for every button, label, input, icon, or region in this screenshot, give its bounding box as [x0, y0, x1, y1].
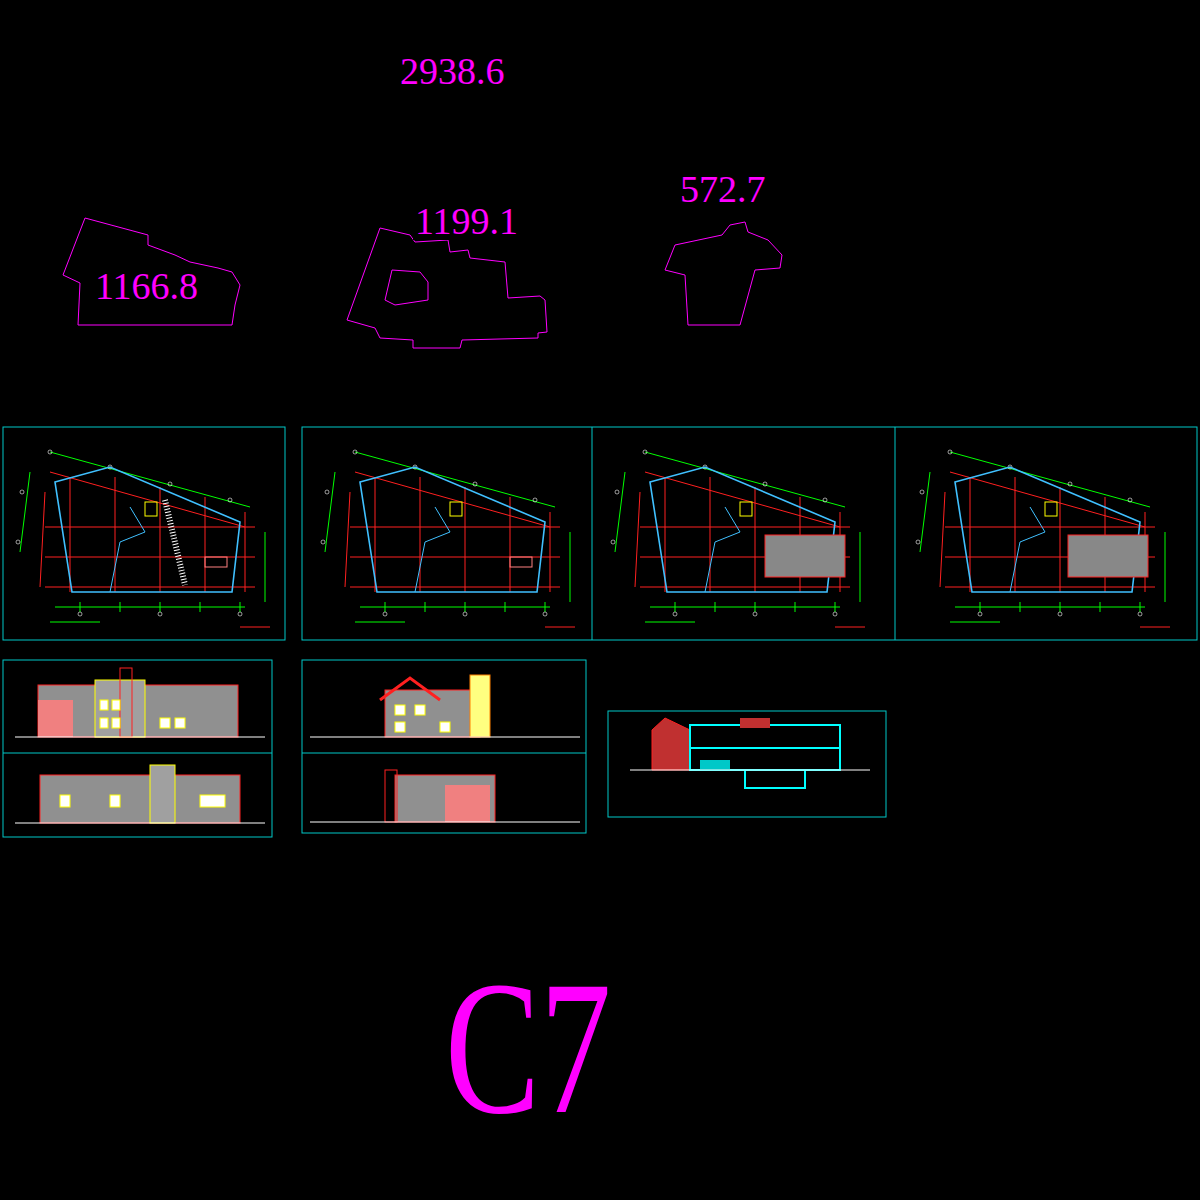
area-outline: 572.7	[660, 170, 790, 330]
area-outline: 1199.1	[340, 200, 552, 352]
outline-path	[385, 270, 428, 305]
area-value: 1166.8	[93, 267, 200, 305]
area-value: 1199.1	[413, 202, 520, 240]
outline-path	[63, 218, 240, 325]
outline-path	[665, 222, 782, 325]
area-value: 572.7	[678, 170, 768, 208]
area-outline: 1166.8	[60, 215, 250, 330]
drawing-code: C7	[445, 953, 611, 1143]
outline-path	[347, 228, 547, 348]
area-total: 2938.6	[400, 52, 505, 90]
